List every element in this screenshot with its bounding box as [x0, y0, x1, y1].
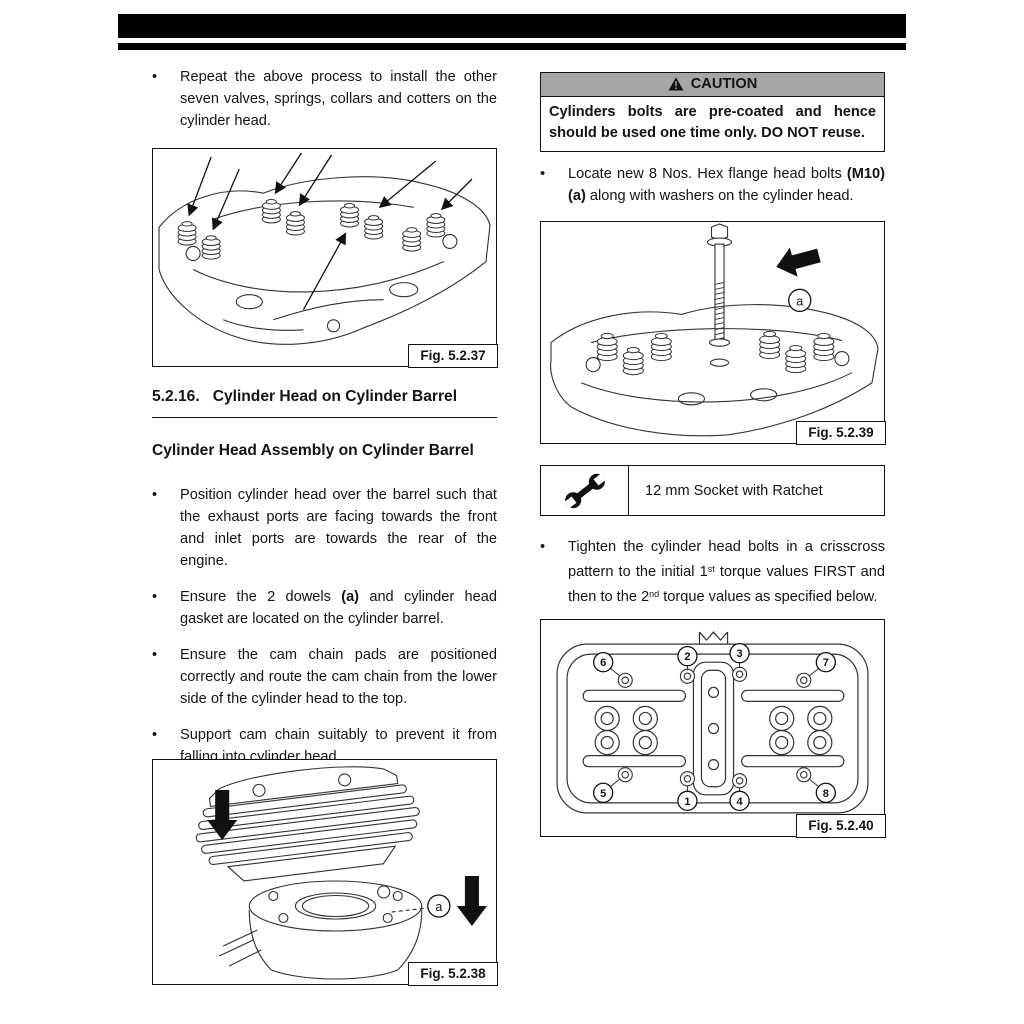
head-bolt-illustration: a [550, 223, 879, 437]
bolt-number-5: 5 [600, 788, 606, 800]
bold-arrow-icon [776, 247, 821, 277]
caution-text: Cylinders bolts are pre-coated and hence… [549, 104, 876, 141]
figure-5-2-40: 6 2 3 7 5 1 4 8 Fig. 5.2.40 [540, 619, 886, 838]
bullet-repeat-process: • Repeat the above process to install th… [152, 66, 497, 132]
bullet-marker: • [152, 69, 158, 85]
bullet-text: Position cylinder head over the barrel s… [180, 487, 497, 569]
section-title: Cylinder Head on Cylinder Barrel [212, 388, 458, 405]
down-arrow-icons [207, 790, 487, 926]
bullet-locate-bolts: • Locate new 8 Nos. Hex flange head bolt… [540, 163, 885, 207]
tool-label: 12 mm Socket with Ratchet [645, 482, 823, 499]
socket-ratchet-icon [563, 473, 606, 508]
bullet-text: Tighten the cylinder head bolts in a cri… [568, 539, 885, 605]
bullet-ensure-dowels: • Ensure the 2 dowels (a) and cylinder h… [152, 586, 497, 630]
bolt-number-7: 7 [823, 657, 829, 669]
figure-caption: Fig. 5.2.40 [796, 813, 886, 838]
bullet-position-head: • Position cylinder head over the barrel… [152, 484, 497, 572]
header-rule-thin [118, 43, 906, 50]
caution-header: CAUTION [541, 73, 884, 97]
figure-5-2-37: Fig. 5.2.37 [152, 148, 498, 368]
bullet-text: Locate new 8 Nos. Hex flange head bolts … [568, 166, 885, 204]
bullet-text: Ensure the cam chain pads are positioned… [180, 647, 497, 707]
figure-caption: Fig. 5.2.37 [408, 343, 498, 368]
section-number: 5.2.16. [152, 388, 200, 405]
bullet-marker: • [152, 727, 158, 743]
label-a: a [796, 294, 803, 308]
caution-box: CAUTION Cylinders bolts are pre-coated a… [540, 72, 885, 152]
bullet-marker: • [152, 589, 158, 605]
bullet-marker: • [540, 539, 546, 555]
bullet-text: Ensure the 2 dowels (a) and cylinder hea… [180, 589, 497, 627]
tightening-sequence-illustration: 6 2 3 7 5 1 4 8 [556, 631, 869, 814]
header-rule-thick [118, 14, 906, 38]
head-on-barrel-illustration: a [195, 766, 487, 980]
caution-title: CAUTION [690, 76, 758, 92]
figure-5-2-38: a Fig. 5.2.38 [152, 759, 498, 986]
bolt-number-1: 1 [684, 796, 690, 808]
bullet-marker: • [540, 166, 546, 182]
bullet-tighten-bolts: • Tighten the cylinder head bolts in a c… [540, 536, 885, 608]
bullet-cam-chain-pads: • Ensure the cam chain pads are position… [152, 644, 497, 710]
bolt-number-2: 2 [684, 651, 690, 663]
bullet-marker: • [152, 647, 158, 663]
assembly-bullet-list: • Position cylinder head over the barrel… [152, 484, 497, 768]
tool-icon-cell [541, 466, 629, 515]
label-a: a [435, 900, 442, 914]
bolt-number-8: 8 [823, 788, 829, 800]
bolt-number-4: 4 [737, 796, 744, 808]
bullet-marker: • [152, 487, 158, 503]
tool-requirement-box: 12 mm Socket with Ratchet [540, 465, 885, 516]
bolt-number-6: 6 [600, 657, 606, 669]
bolt-number-3: 3 [737, 648, 743, 660]
figure-5-2-39: a Fig. 5.2.39 [540, 221, 886, 445]
bullet-text: Repeat the above process to install the … [180, 69, 497, 129]
section-heading: 5.2.16. Cylinder Head on Cylinder Barrel [152, 388, 497, 418]
valve-springs-illustration [158, 152, 491, 345]
subheading: Cylinder Head Assembly on Cylinder Barre… [152, 442, 474, 459]
figure-caption: Fig. 5.2.38 [408, 961, 498, 986]
warning-icon [668, 77, 684, 91]
figure-caption: Fig. 5.2.39 [796, 420, 886, 445]
